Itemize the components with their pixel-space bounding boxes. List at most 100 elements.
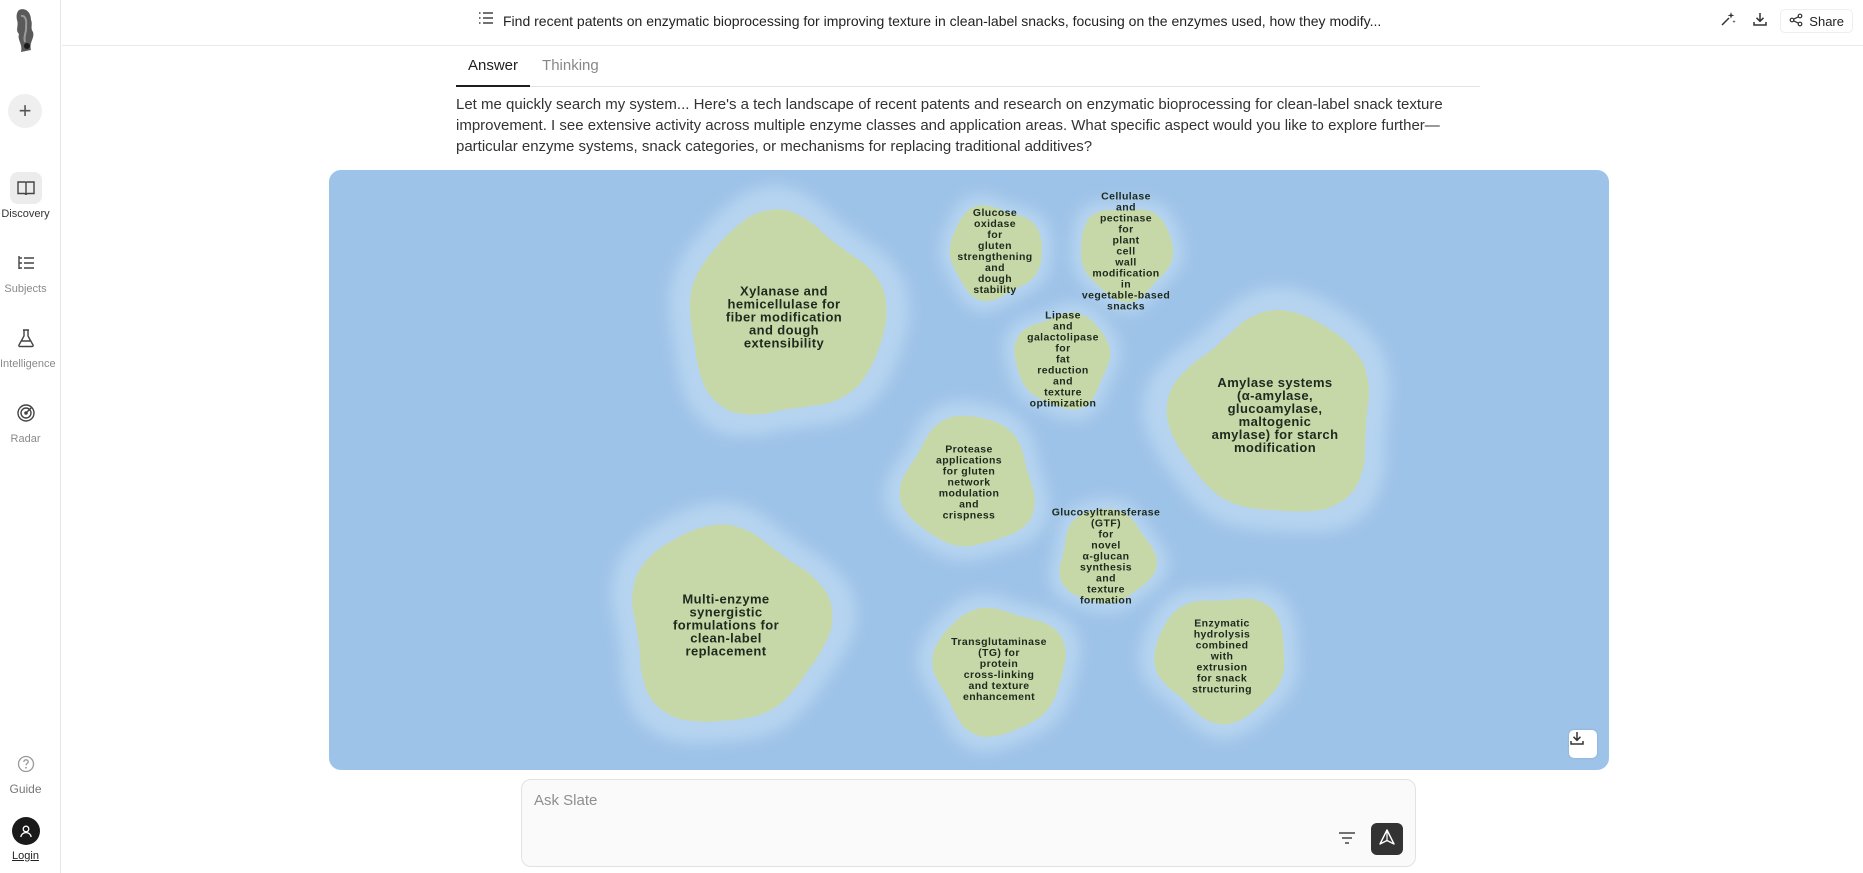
- island-label-line: network: [947, 476, 991, 489]
- island-label-line: plant: [1112, 234, 1140, 247]
- help-circle-icon: [0, 755, 51, 778]
- sidebar-item-radar[interactable]: Radar: [0, 397, 51, 445]
- filter-button[interactable]: [1335, 828, 1359, 852]
- sidebar-item-label: Discovery: [1, 208, 50, 220]
- list-tree-icon: [10, 247, 42, 279]
- island-label-line: (GTF): [1090, 517, 1121, 530]
- sidebar-item-subjects[interactable]: Subjects: [0, 247, 51, 295]
- guide-button[interactable]: Guide: [0, 755, 51, 796]
- island-label-line: modification: [1092, 267, 1160, 280]
- guide-label: Guide: [9, 782, 42, 796]
- island-label-line: amylase) for starch: [1211, 427, 1339, 442]
- ask-box: [521, 779, 1416, 867]
- island-label-line: and: [1096, 572, 1116, 585]
- island-shape[interactable]: [689, 209, 887, 415]
- island-shape[interactable]: [932, 607, 1066, 737]
- logo-icon[interactable]: [9, 6, 39, 56]
- sparkle-icon: [1719, 10, 1737, 33]
- island-label-line: extensibility: [743, 335, 825, 351]
- island-label-line: clean-label: [690, 630, 762, 646]
- island-label-line: Multi-enzyme: [682, 591, 770, 607]
- new-chat-button[interactable]: +: [8, 94, 42, 128]
- island-label-line: oxidase: [974, 218, 1016, 230]
- island-label-line: wall: [1115, 256, 1137, 269]
- island-label-line: Amylase systems: [1217, 375, 1333, 390]
- island-label-line: Protease: [945, 443, 993, 456]
- island-label-line: texture: [1044, 386, 1082, 399]
- island-label-line: stability: [973, 284, 1017, 296]
- island-shape[interactable]: [1154, 598, 1285, 725]
- book-open-icon: [9, 172, 42, 204]
- ask-input[interactable]: [534, 792, 1234, 809]
- download-button[interactable]: [1748, 9, 1772, 33]
- sparkle-button[interactable]: [1716, 9, 1740, 33]
- island-label-line: hemicellulase for: [727, 296, 841, 312]
- tab-thinking[interactable]: Thinking: [542, 57, 599, 74]
- plus-icon: +: [18, 98, 32, 123]
- island-shape[interactable]: [632, 524, 833, 722]
- island-shape[interactable]: [1014, 312, 1111, 410]
- island-label-line: replacement: [685, 643, 767, 659]
- sidebar: + Discovery Subjects Intelligence Radar: [0, 0, 61, 873]
- island-label-line: modulation: [938, 487, 1000, 500]
- flask-icon: [10, 322, 42, 354]
- send-icon: [1378, 828, 1396, 851]
- sidebar-item-label: Intelligence: [0, 358, 56, 370]
- island-label-line: Transglutaminase: [951, 636, 1047, 648]
- island-label-line: Glucosyltransferase: [1051, 506, 1161, 519]
- island-label-line: texture: [1087, 583, 1125, 596]
- island-label-line: snacks: [1106, 300, 1146, 313]
- island-label-line: vegetable-based: [1081, 289, 1171, 302]
- island-label-line: and: [1053, 320, 1073, 333]
- island-shape[interactable]: [949, 205, 1042, 302]
- header: Find recent patents on enzymatic bioproc…: [62, 0, 1863, 46]
- island-label-line: and: [959, 498, 979, 511]
- sidebar-item-label: Radar: [10, 433, 41, 445]
- island-shape[interactable]: [1081, 209, 1174, 303]
- conversation-title[interactable]: Find recent patents on enzymatic bioproc…: [478, 11, 1381, 30]
- island-label-line: for snack: [1196, 672, 1248, 685]
- share-button[interactable]: Share: [1780, 9, 1853, 33]
- island-label-line: optimization: [1029, 397, 1097, 410]
- island-shape[interactable]: [899, 415, 1035, 547]
- island-label-line: dough: [977, 273, 1013, 285]
- island-label-line: glucoamylase,: [1227, 401, 1323, 416]
- island-label-line: (TG) for: [978, 647, 1020, 659]
- sidebar-item-discovery[interactable]: Discovery: [0, 172, 51, 220]
- island-label-line: and texture: [968, 680, 1030, 692]
- island-label-line: reduction: [1037, 364, 1089, 377]
- island-label-line: fat: [1055, 353, 1071, 366]
- answer-text: Let me quickly search my system... Here'…: [456, 96, 1443, 155]
- tab-bar: Answer Thinking: [456, 54, 1480, 87]
- island-label-line: with: [1210, 650, 1234, 663]
- island-shape[interactable]: [1166, 310, 1370, 512]
- island-label-line: α-glucan: [1082, 550, 1130, 563]
- island-label-line: modification: [1233, 440, 1317, 455]
- tab-answer[interactable]: Answer: [456, 54, 531, 87]
- map-download-button[interactable]: [1569, 730, 1597, 758]
- sidebar-item-intelligence[interactable]: Intelligence: [0, 322, 56, 370]
- filter-icon: [1338, 831, 1356, 850]
- island-label-line: gluten: [978, 240, 1012, 252]
- login-button[interactable]: Login: [0, 817, 51, 862]
- island-label-line: synthesis: [1079, 561, 1133, 574]
- header-actions: Share: [1716, 9, 1853, 33]
- island-label-line: for: [1098, 528, 1114, 541]
- list-icon: [478, 11, 494, 30]
- island-label[interactable]: Amylase systems(α-amylase,glucoamylase,m…: [1212, 376, 1339, 454]
- share-icon: [1789, 13, 1803, 30]
- send-button[interactable]: [1371, 823, 1403, 855]
- island-shape[interactable]: [1059, 509, 1157, 604]
- island-label-line: applications: [935, 454, 1003, 467]
